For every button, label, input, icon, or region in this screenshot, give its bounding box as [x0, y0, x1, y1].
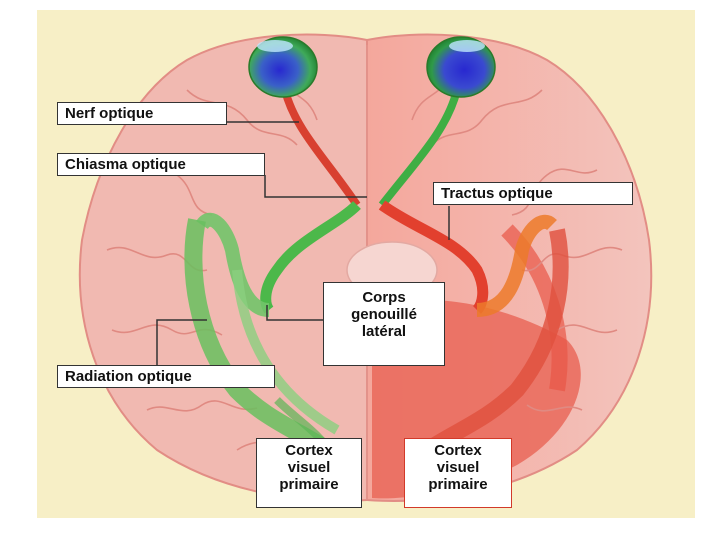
right-visual-pathway: [378, 200, 569, 457]
visual-pathway-figure: Nerf optique Chiasma optique Tractus opt…: [37, 10, 695, 518]
label-line: genouillé: [351, 306, 417, 323]
label-radiation-optique: Radiation optique: [57, 365, 275, 388]
label-line: Cortex: [434, 442, 482, 459]
label-line: primaire: [428, 476, 488, 493]
label-line: visuel: [436, 459, 480, 476]
leader-lines: [156, 121, 450, 365]
left-eye: [248, 36, 318, 98]
label-tractus-optique: Tractus optique: [433, 182, 633, 205]
label-chiasma-optique: Chiasma optique: [57, 153, 265, 176]
label-corps-genouille-lateral: Corps genouillé latéral: [323, 282, 445, 366]
label-line: Cortex: [285, 442, 333, 459]
label-line: Corps: [362, 289, 406, 306]
label-line: latéral: [361, 323, 407, 340]
right-eye: [426, 36, 496, 98]
brain-illustration: [78, 33, 653, 502]
label-line: primaire: [279, 476, 339, 493]
label-nerf-optique: Nerf optique: [57, 102, 227, 125]
label-line: visuel: [287, 459, 331, 476]
label-cortex-visuel-droit: Cortex visuel primaire: [404, 438, 512, 508]
label-cortex-visuel-gauche: Cortex visuel primaire: [256, 438, 362, 508]
